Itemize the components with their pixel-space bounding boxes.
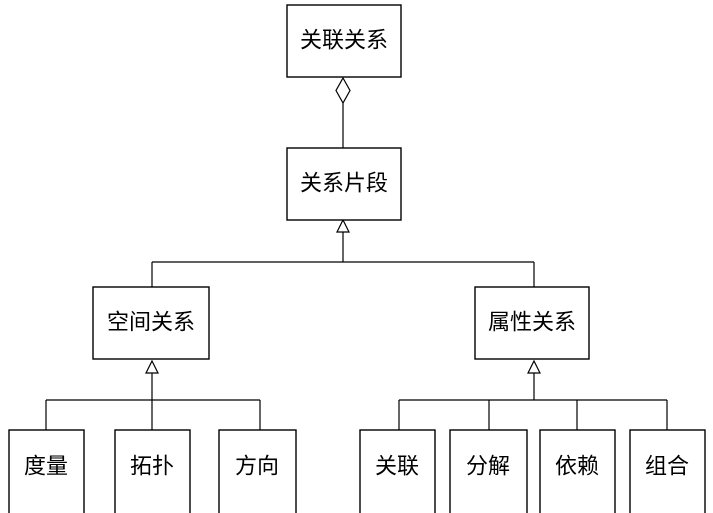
node-decomposition-label: 分解 — [466, 455, 510, 480]
node-spatial-relation: 空间关系 — [92, 286, 210, 360]
node-association-box — [359, 429, 436, 513]
node-composition: 组合 — [629, 429, 706, 513]
generalization-triangle-spatial — [145, 359, 159, 374]
node-association-label: 关联 — [375, 455, 419, 480]
node-measure: 度量 — [8, 429, 85, 513]
node-topology-box — [114, 429, 191, 513]
node-direction-box — [218, 429, 297, 513]
node-direction: 方向 — [218, 429, 297, 513]
node-association: 关联 — [359, 429, 436, 513]
node-composition-label: 组合 — [645, 455, 689, 480]
node-associated-relation-box — [286, 4, 402, 78]
node-spatial-relation-label: 空间关系 — [107, 311, 195, 336]
node-attribute-relation: 属性关系 — [474, 286, 590, 360]
node-dependency-label: 依赖 — [555, 455, 599, 480]
generalization-triangle-attribute — [527, 359, 541, 374]
node-associated-relation: 关联关系 — [286, 4, 402, 78]
node-decomposition: 分解 — [449, 429, 528, 513]
node-topology: 拓扑 — [114, 429, 191, 513]
node-measure-box — [8, 429, 85, 513]
node-composition-box — [629, 429, 706, 513]
node-relation-fragment-label: 关系片段 — [300, 172, 388, 197]
node-dependency: 依赖 — [539, 429, 616, 513]
node-attribute-relation-label: 属性关系 — [488, 311, 576, 336]
markers — [145, 76, 541, 374]
node-relation-fragment: 关系片段 — [286, 147, 402, 221]
node-spatial-relation-box — [92, 286, 210, 360]
node-direction-label: 方向 — [235, 455, 279, 480]
generalization-triangle-fragment — [336, 218, 350, 233]
node-associated-relation-label: 关联关系 — [300, 29, 388, 54]
node-measure-label: 度量 — [24, 455, 68, 480]
node-decomposition-box — [449, 429, 528, 513]
node-dependency-box — [539, 429, 616, 513]
aggregation-diamond — [335, 76, 351, 105]
edges — [45, 103, 668, 430]
node-attribute-relation-box — [474, 286, 590, 360]
node-relation-fragment-box — [286, 147, 402, 221]
node-topology-label: 拓扑 — [130, 455, 174, 480]
